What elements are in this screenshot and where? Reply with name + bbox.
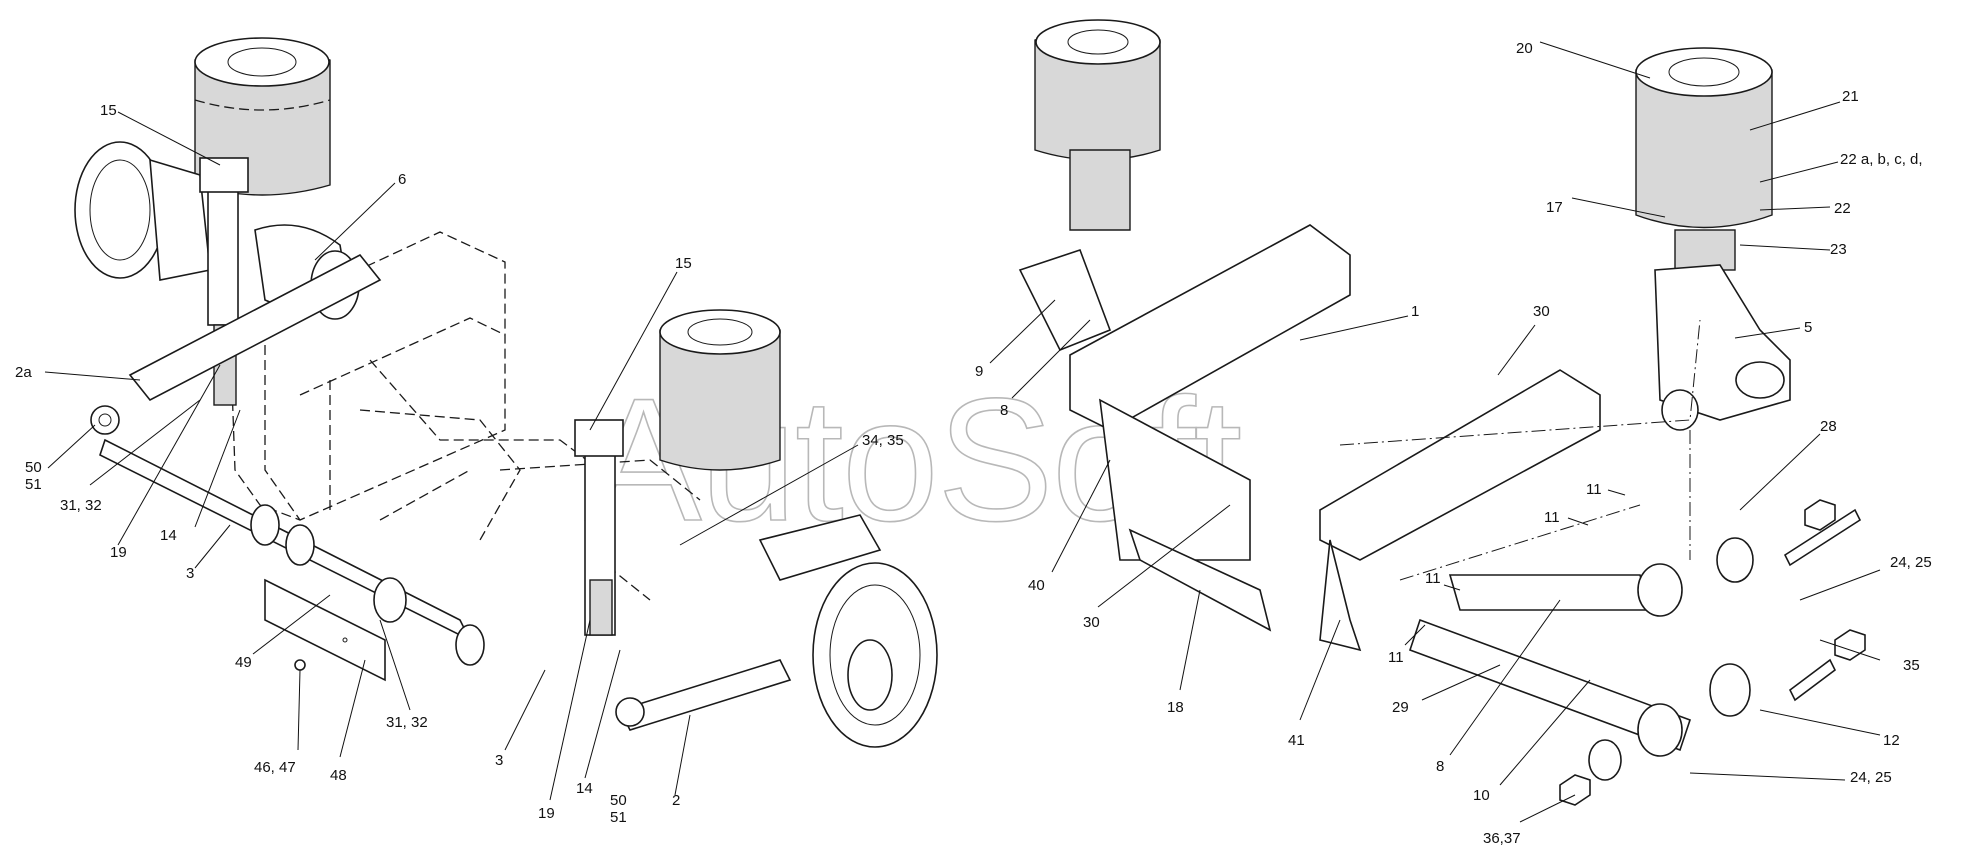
label: 50 [25, 459, 42, 476]
label: 24, 25 [1890, 554, 1932, 571]
label: 36,37 [1483, 830, 1521, 847]
label: 30 [1083, 614, 1100, 631]
label: 51 [610, 809, 627, 826]
label: 31, 32 [386, 714, 428, 731]
label: 35 [1903, 657, 1920, 674]
label: 46, 47 [254, 759, 296, 776]
label: 48 [330, 767, 347, 784]
label: 21 [1842, 88, 1859, 105]
part-labels-left: 15 6 2a 50 51 31, 32 19 14 3 49 46, 47 4… [15, 102, 904, 826]
label: 51 [25, 476, 42, 493]
label: 8 [1436, 758, 1444, 775]
label: 41 [1288, 732, 1305, 749]
label: 14 [576, 780, 593, 797]
label: 31, 32 [60, 497, 102, 514]
label: 1 [1411, 303, 1419, 320]
label: 50 [610, 792, 627, 809]
part-labels-right: 20 21 22 a, b, c, d, 17 22 23 5 1 30 9 8… [975, 40, 1932, 847]
label: 30 [1533, 303, 1550, 320]
label: 18 [1167, 699, 1184, 716]
label: 2a [15, 364, 32, 381]
label: 34, 35 [862, 432, 904, 449]
label: 11 [1586, 481, 1602, 498]
label: 17 [1546, 199, 1563, 216]
label: 11 [1544, 509, 1560, 526]
label: 22 a, b, c, d, [1840, 151, 1923, 168]
label: 49 [235, 654, 252, 671]
label: 3 [495, 752, 503, 769]
label: 40 [1028, 577, 1045, 594]
label: 20 [1516, 40, 1533, 57]
label: 3 [186, 565, 194, 582]
label: 23 [1830, 241, 1847, 258]
label: 6 [398, 171, 406, 188]
label: 24, 25 [1850, 769, 1892, 786]
label: 19 [538, 805, 555, 822]
label: 15 [100, 102, 117, 119]
leader-lines [44, 41, 1881, 823]
label: 19 [110, 544, 127, 561]
label: 28 [1820, 418, 1837, 435]
label: 8 [1000, 402, 1008, 419]
label: 29 [1392, 699, 1409, 716]
label: 10 [1473, 787, 1490, 804]
label: 14 [160, 527, 177, 544]
label: 15 [675, 255, 692, 272]
label: 12 [1883, 732, 1900, 749]
label: 22 [1834, 200, 1851, 217]
left-assembly [74, 37, 938, 748]
label: 2 [672, 792, 680, 809]
label: 5 [1804, 319, 1812, 336]
label: 11 [1388, 649, 1404, 666]
label: 11 [1425, 570, 1441, 587]
label: 9 [975, 363, 983, 380]
